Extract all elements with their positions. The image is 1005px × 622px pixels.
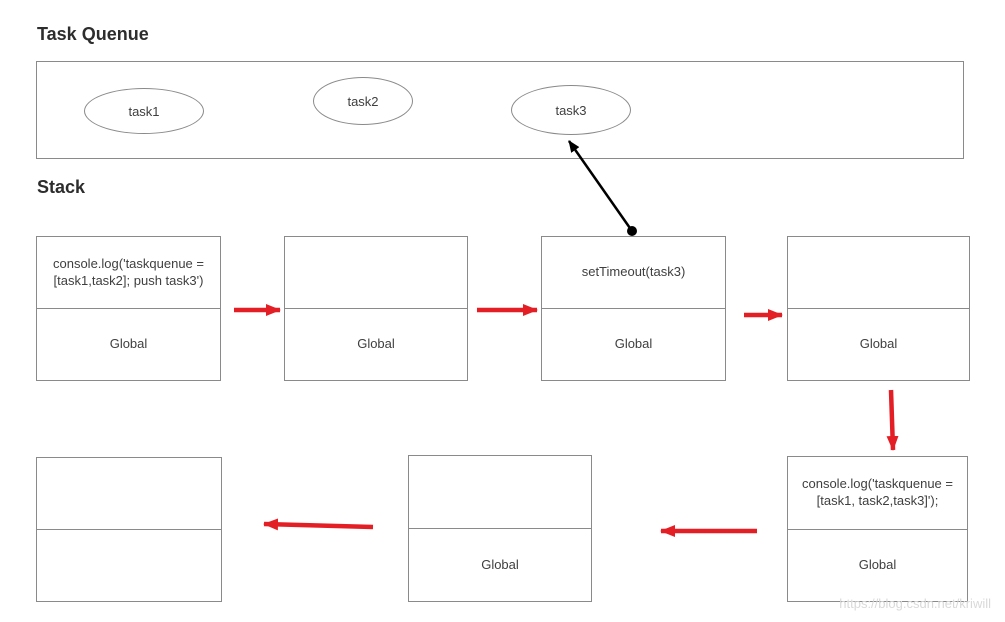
stack-frame-7 [36,457,222,602]
stack-frame-4: Global [787,236,970,381]
stack-frame-2-bottom: Global [357,336,395,352]
watermark: https://blog.csdn.net/kriwill [839,596,991,611]
stack-frame-1: console.log('taskquenue =[task1,task2]; … [36,236,221,381]
push-task3-arrow-origin-dot-icon [627,226,637,236]
stack-frame-2: Global [284,236,468,381]
task-queue-container: task1 task2 task3 [36,61,964,159]
stack-frame-3-top: setTimeout(task3) [542,237,725,309]
stack-frame-6-top [409,456,591,529]
stack-frame-7-top [37,458,221,530]
stack-frame-7-bottom [37,530,221,601]
stack-frame-3: setTimeout(task3) Global [541,236,726,381]
stack-title: Stack [37,177,86,197]
stack-frame-5: console.log('taskquenue =[task1, task2,t… [787,456,968,602]
task1-ellipse: task1 [84,88,204,134]
flow-arrow-down-icon [886,389,899,451]
task3-ellipse: task3 [511,85,631,135]
stack-frame-6-bottom: Global [481,556,519,572]
stack-frame-4-bottom: Global [859,336,898,352]
stack-frame-3-bottom: Global [614,336,653,352]
flow-arrow-left-2-icon [263,518,374,531]
stack-frame-5-bottom: Global [858,556,897,572]
stack-frame-5-top: console.log('taskquenue =[task1, task2,t… [788,457,967,530]
stack-frame-6: Global [408,455,592,602]
task-queue-title: Task Quenue [37,24,149,44]
stack-frame-2-top [285,237,467,309]
stack-frame-1-top: console.log('taskquenue =[task1,task2]; … [37,237,220,309]
task2-ellipse: task2 [313,77,413,125]
stack-frame-1-bottom: Global [109,336,148,352]
stack-frame-4-top [788,237,969,309]
